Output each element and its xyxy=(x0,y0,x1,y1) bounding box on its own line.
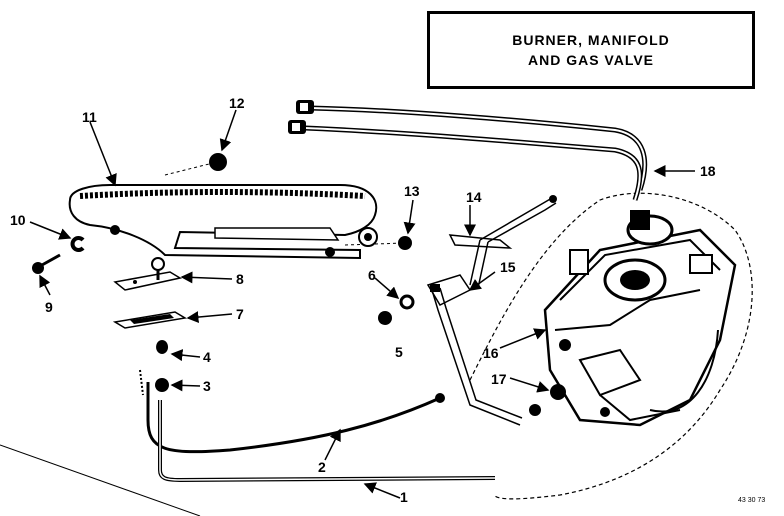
part-label-6: 6 xyxy=(368,267,376,283)
nut-part-6 xyxy=(399,294,415,310)
part-label-2: 2 xyxy=(318,459,326,475)
pilot-tube-part-2 xyxy=(146,382,441,454)
fitting-part-3 xyxy=(155,378,169,392)
dashed-assembly-outline xyxy=(469,192,753,500)
gas-valve-part-16 xyxy=(543,210,737,427)
plug-part-5 xyxy=(378,311,392,325)
part-label-14: 14 xyxy=(466,189,482,205)
thermocouple-leads xyxy=(288,100,648,201)
fitting-part-4 xyxy=(156,340,169,354)
clip-part-10 xyxy=(70,236,85,252)
bracket-part-8 xyxy=(113,257,183,291)
part-label-3: 3 xyxy=(203,378,211,394)
part-number-labels: 1 2 3 4 5 6 7 8 9 10 11 12 13 14 15 16 1… xyxy=(10,95,765,505)
part-label-7: 7 xyxy=(236,306,244,322)
part-label-13: 13 xyxy=(404,183,420,199)
burner xyxy=(68,184,378,260)
catalog-code: 43 30 73 xyxy=(738,497,765,504)
part-label-8: 8 xyxy=(236,271,244,287)
title-line-2: AND GAS VALVE xyxy=(527,52,655,68)
dashed-leader-12 xyxy=(164,159,226,176)
part-label-17: 17 xyxy=(491,371,507,387)
part-label-15: 15 xyxy=(500,259,516,275)
part-label-9: 9 xyxy=(45,299,53,315)
part-label-4: 4 xyxy=(203,349,211,365)
part-label-11: 11 xyxy=(82,109,97,125)
burner-plug-part-12 xyxy=(209,153,227,171)
pilot-hood-part-15 xyxy=(426,274,523,426)
gasket-part-7 xyxy=(112,311,188,329)
part-label-5: 5 xyxy=(395,344,403,360)
part-label-1: 1 xyxy=(400,489,408,505)
leader-lines xyxy=(29,109,695,499)
part-label-12: 12 xyxy=(229,95,245,111)
screw-part-9 xyxy=(32,253,61,274)
title-line-1: BURNER, MANIFOLD xyxy=(512,32,670,48)
diagram-title-box: BURNER, MANIFOLD AND GAS VALVE xyxy=(427,11,755,89)
part-label-10: 10 xyxy=(10,212,26,228)
gas-tube-part-1 xyxy=(158,400,496,483)
part-label-16: 16 xyxy=(483,345,499,361)
nut-part-13 xyxy=(398,236,412,250)
fitting-part-17 xyxy=(550,384,566,400)
perspective-line xyxy=(0,444,201,516)
pilot-assembly-part-14 xyxy=(448,195,557,289)
part-label-18: 18 xyxy=(700,163,716,179)
